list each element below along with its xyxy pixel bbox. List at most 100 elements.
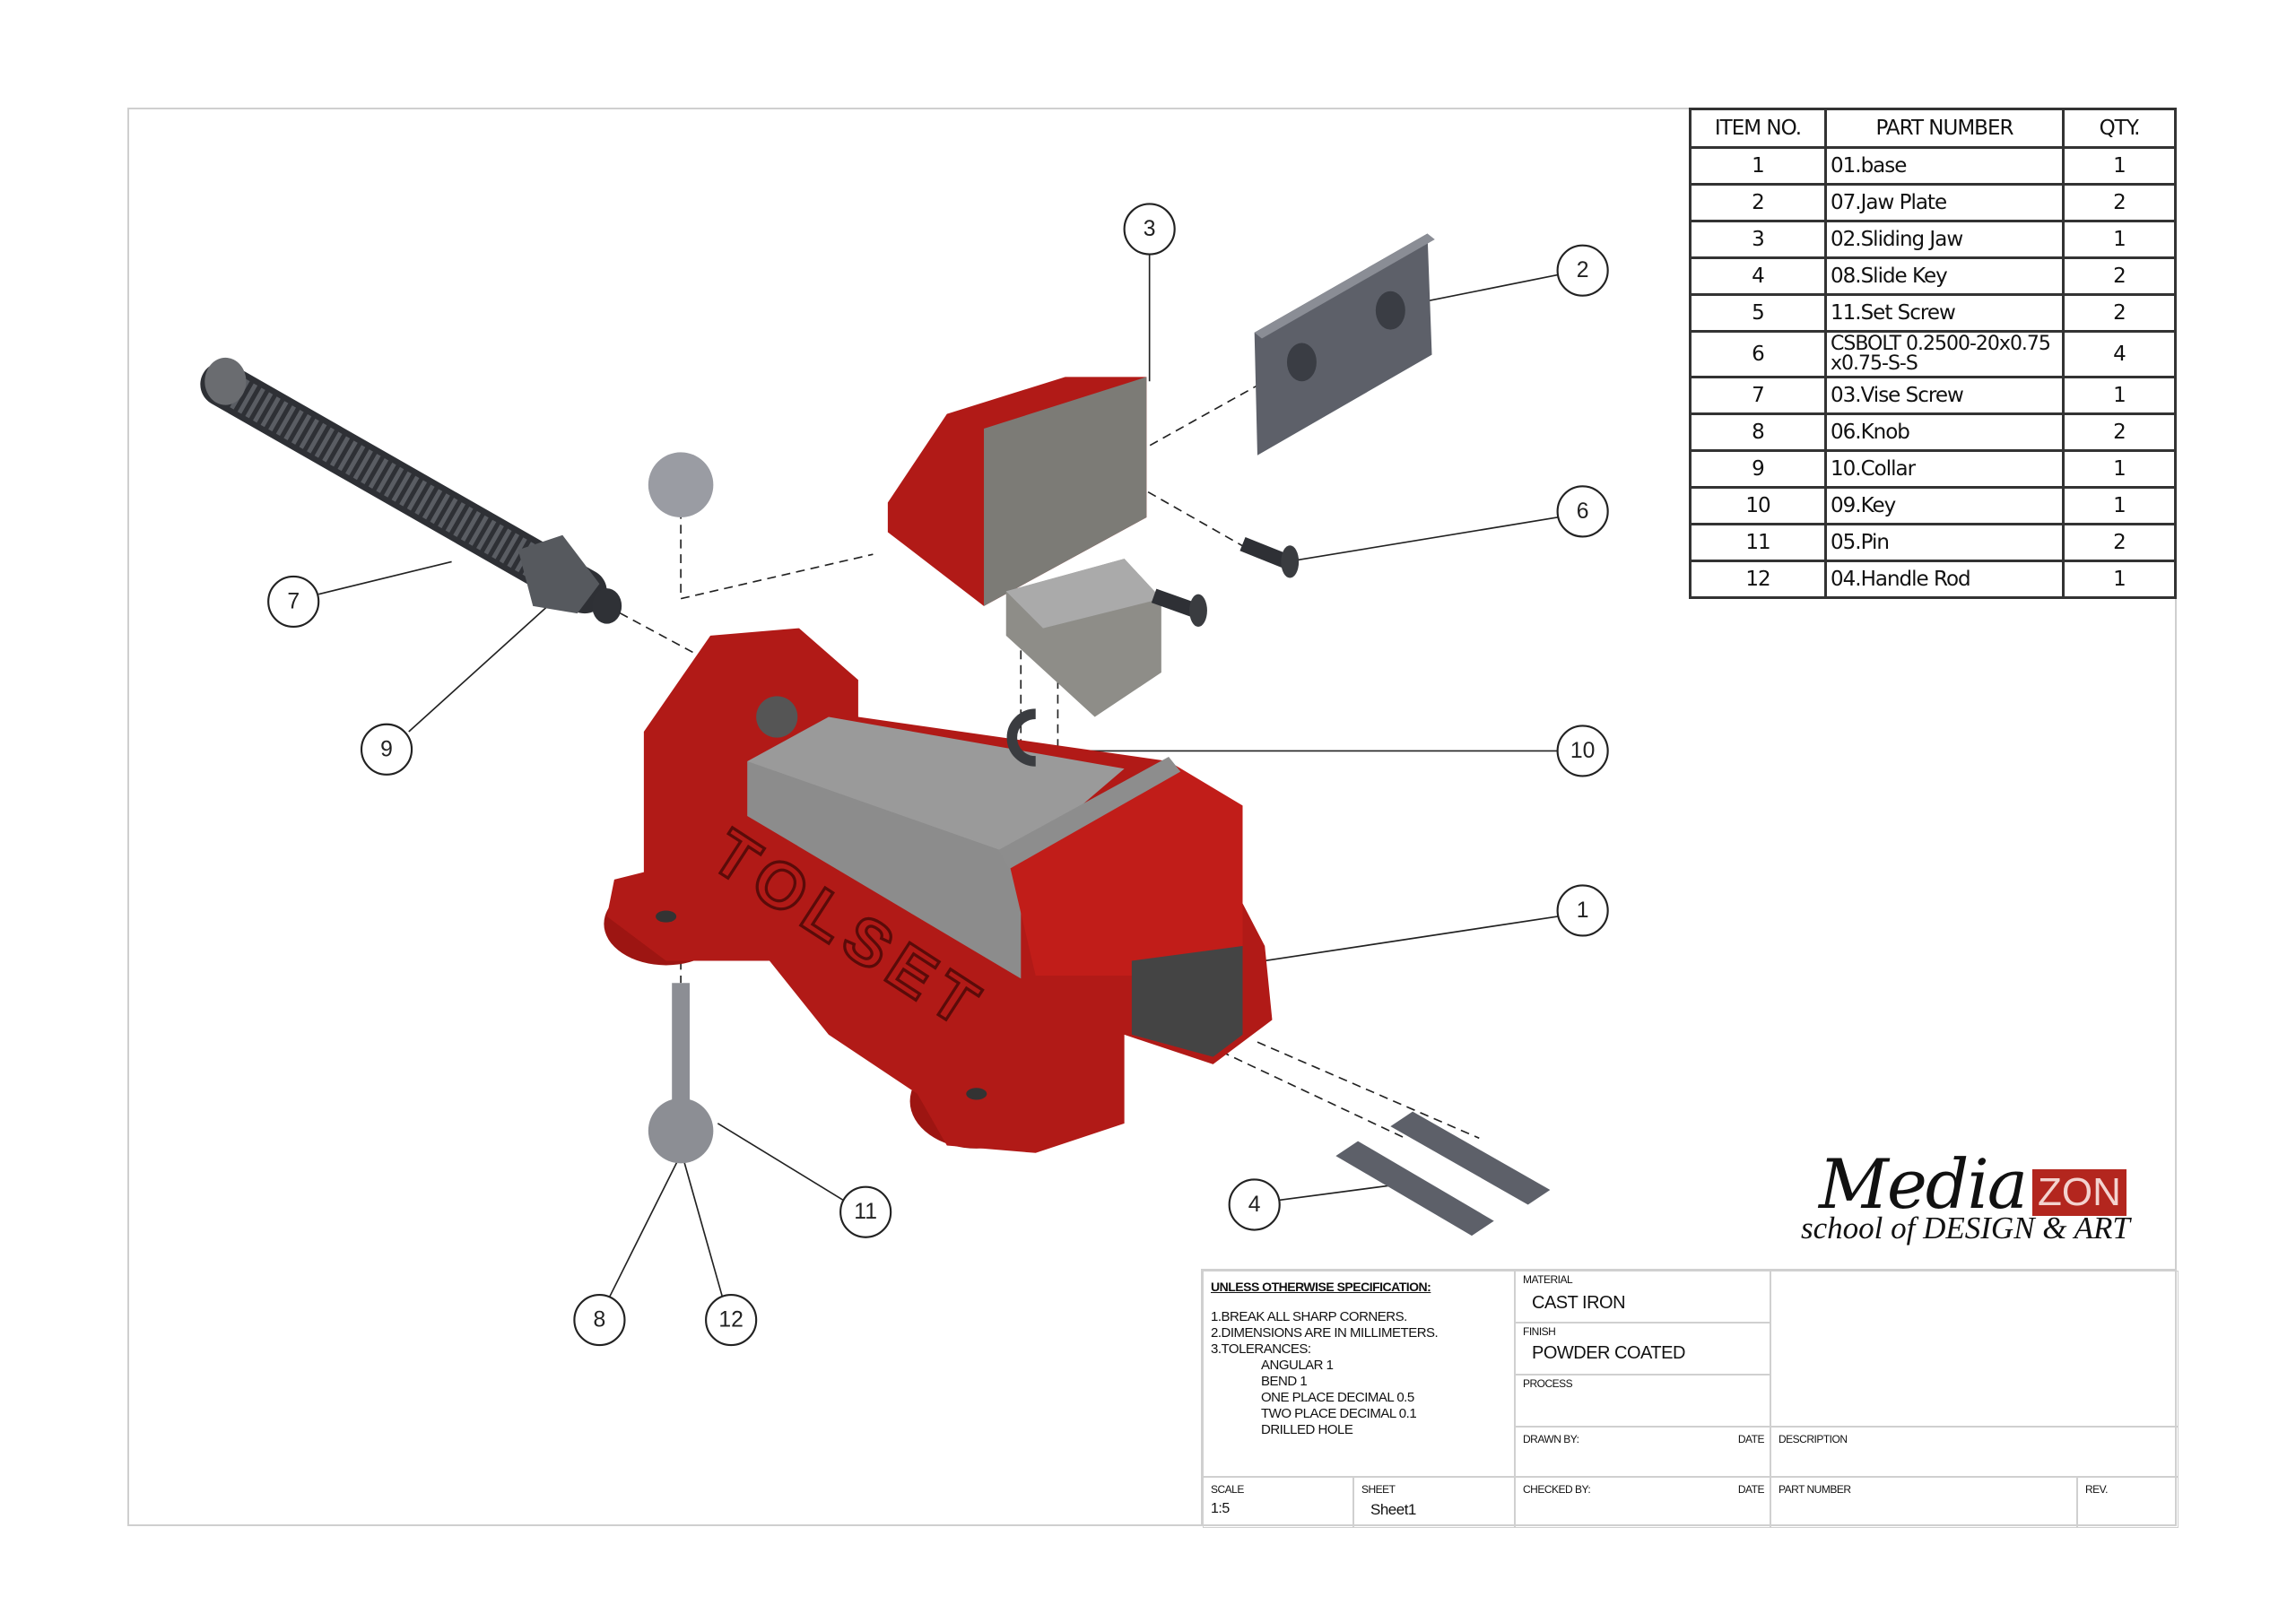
- note-2: 2.DIMENSIONS ARE IN MILLIMETERS.: [1211, 1325, 1439, 1341]
- checked-date-label: DATE: [1737, 1483, 1765, 1496]
- item-balloons: 3 2 6 7 9 10 1 4 11 8 12: [267, 203, 1609, 1347]
- bom-part-number: 02.Sliding Jaw: [1824, 220, 2065, 259]
- bom-item-no: 2: [1689, 183, 1827, 222]
- knob-bottom: [648, 1098, 714, 1164]
- bom-qty: 1: [2062, 486, 2177, 525]
- jaw-plate: [1254, 233, 1435, 456]
- header-part-number: PART NUMBER: [1824, 108, 2065, 149]
- bom-item-no: 7: [1689, 376, 1827, 415]
- note-1: 1.BREAK ALL SHARP CORNERS.: [1211, 1309, 1407, 1324]
- bom-part-number: 05.Pin: [1824, 523, 2065, 562]
- header-qty: QTY.: [2062, 108, 2177, 149]
- key-part: [1006, 708, 1037, 767]
- bom-qty: 1: [2062, 146, 2177, 186]
- bom-part-number: 11.Set Screw: [1824, 293, 2065, 333]
- balloon-2: 2: [1556, 244, 1609, 297]
- bom-qty: 2: [2062, 523, 2177, 562]
- balloon-11: 11: [839, 1185, 892, 1238]
- rev-label: REV.: [2085, 1483, 2108, 1496]
- drawn-by-cell: DRAWN BY: DATE: [1515, 1427, 1770, 1477]
- slide-keys: [1335, 1111, 1551, 1237]
- countersunk-bolts: [1151, 536, 1300, 627]
- svg-text:12: 12: [718, 1308, 744, 1332]
- part-number-cell: PART NUMBER: [1770, 1477, 2077, 1528]
- bom-part-number: CSBOLT 0.2500-20x0.75x0.75-S-S: [1824, 330, 2065, 378]
- balloon-7: 7: [267, 575, 320, 629]
- svg-text:4: 4: [1248, 1193, 1261, 1217]
- rev-cell: REV.: [2077, 1477, 2179, 1528]
- bom-item-no: 5: [1689, 293, 1827, 333]
- title-block: UNLESS OTHERWISE SPECIFICATION: 1.BREAK …: [1201, 1269, 2179, 1528]
- tolerance-two-place: TWO PLACE DECIMAL 0.1: [1261, 1406, 1417, 1421]
- knob-top: [648, 452, 714, 517]
- process-cell: PROCESS: [1515, 1375, 1770, 1427]
- sheet-value: Sheet1: [1370, 1501, 1416, 1518]
- bom-qty: 2: [2062, 412, 2177, 452]
- drawn-by-label: DRAWN BY:: [1523, 1433, 1579, 1445]
- bom-part-number: 09.Key: [1824, 486, 2065, 525]
- logo-subtitle: school of DESIGN & ART: [1801, 1211, 2130, 1245]
- bom-qty: 1: [2062, 220, 2177, 259]
- scale-value: 1:5: [1211, 1501, 1230, 1516]
- mediazon-logo: Media ZON school of DESIGN & ART: [1801, 1144, 2169, 1251]
- bom-item-no: 1: [1689, 146, 1827, 186]
- drawing-border: [127, 108, 2177, 1526]
- logo-media-text: Media: [1819, 1144, 2028, 1224]
- material-label: MATERIAL: [1523, 1273, 1573, 1286]
- balloon-3: 3: [1123, 203, 1176, 256]
- svg-text:1: 1: [1577, 898, 1589, 923]
- tolerance-bend: BEND 1: [1261, 1374, 1308, 1389]
- bom-part-number: 07.Jaw Plate: [1824, 183, 2065, 222]
- bom-item-no: 9: [1689, 449, 1827, 489]
- bom-part-number: 03.Vise Screw: [1824, 376, 2065, 415]
- vise-base: TOLSET: [604, 628, 1273, 1153]
- svg-text:11: 11: [854, 1200, 877, 1224]
- bom-item-no: 4: [1689, 256, 1827, 296]
- svg-text:10: 10: [1570, 739, 1596, 763]
- bom-part-number: 01.base: [1824, 146, 2065, 186]
- description-cell: DESCRIPTION: [1770, 1427, 2179, 1477]
- svg-text:9: 9: [380, 737, 393, 761]
- bom-part-number: 10.Collar: [1824, 449, 2065, 489]
- bom-qty: 2: [2062, 183, 2177, 222]
- notes-cell: UNLESS OTHERWISE SPECIFICATION: 1.BREAK …: [1203, 1271, 1515, 1477]
- collar: [517, 534, 622, 624]
- bom-qty: 1: [2062, 376, 2177, 415]
- finish-value: POWDER COATED: [1532, 1343, 1685, 1363]
- balloon-10: 10: [1556, 725, 1609, 777]
- scale-cell: SCALE 1:5: [1203, 1477, 1353, 1528]
- bom-item-no: 12: [1689, 560, 1827, 599]
- svg-text:3: 3: [1144, 217, 1156, 241]
- scale-label: SCALE: [1211, 1483, 1244, 1496]
- svg-text:2: 2: [1577, 258, 1589, 282]
- material-value: CAST IRON: [1532, 1293, 1626, 1313]
- bom-part-number: 08.Slide Key: [1824, 256, 2065, 296]
- bom-part-number: 04.Handle Rod: [1824, 560, 2065, 599]
- balloon-12: 12: [705, 1293, 758, 1347]
- checked-by-label: CHECKED BY:: [1523, 1483, 1591, 1496]
- description-label: DESCRIPTION: [1779, 1433, 1848, 1445]
- balloon-4: 4: [1228, 1178, 1281, 1231]
- drawn-date-label: DATE: [1737, 1433, 1765, 1445]
- sheet-label: SHEET: [1361, 1483, 1396, 1496]
- tolerance-one-place: ONE PLACE DECIMAL 0.5: [1261, 1390, 1414, 1405]
- bom-item-no: 10: [1689, 486, 1827, 525]
- svg-text:6: 6: [1577, 499, 1589, 524]
- spec-heading: UNLESS OTHERWISE SPECIFICATION:: [1211, 1280, 1431, 1294]
- balloon-9: 9: [360, 723, 413, 776]
- bom-part-number: 06.Knob: [1824, 412, 2065, 452]
- logo-zon-text: ZON: [2032, 1169, 2126, 1216]
- note-3: 3.TOLERANCES:: [1211, 1341, 1311, 1357]
- svg-text:7: 7: [287, 589, 300, 613]
